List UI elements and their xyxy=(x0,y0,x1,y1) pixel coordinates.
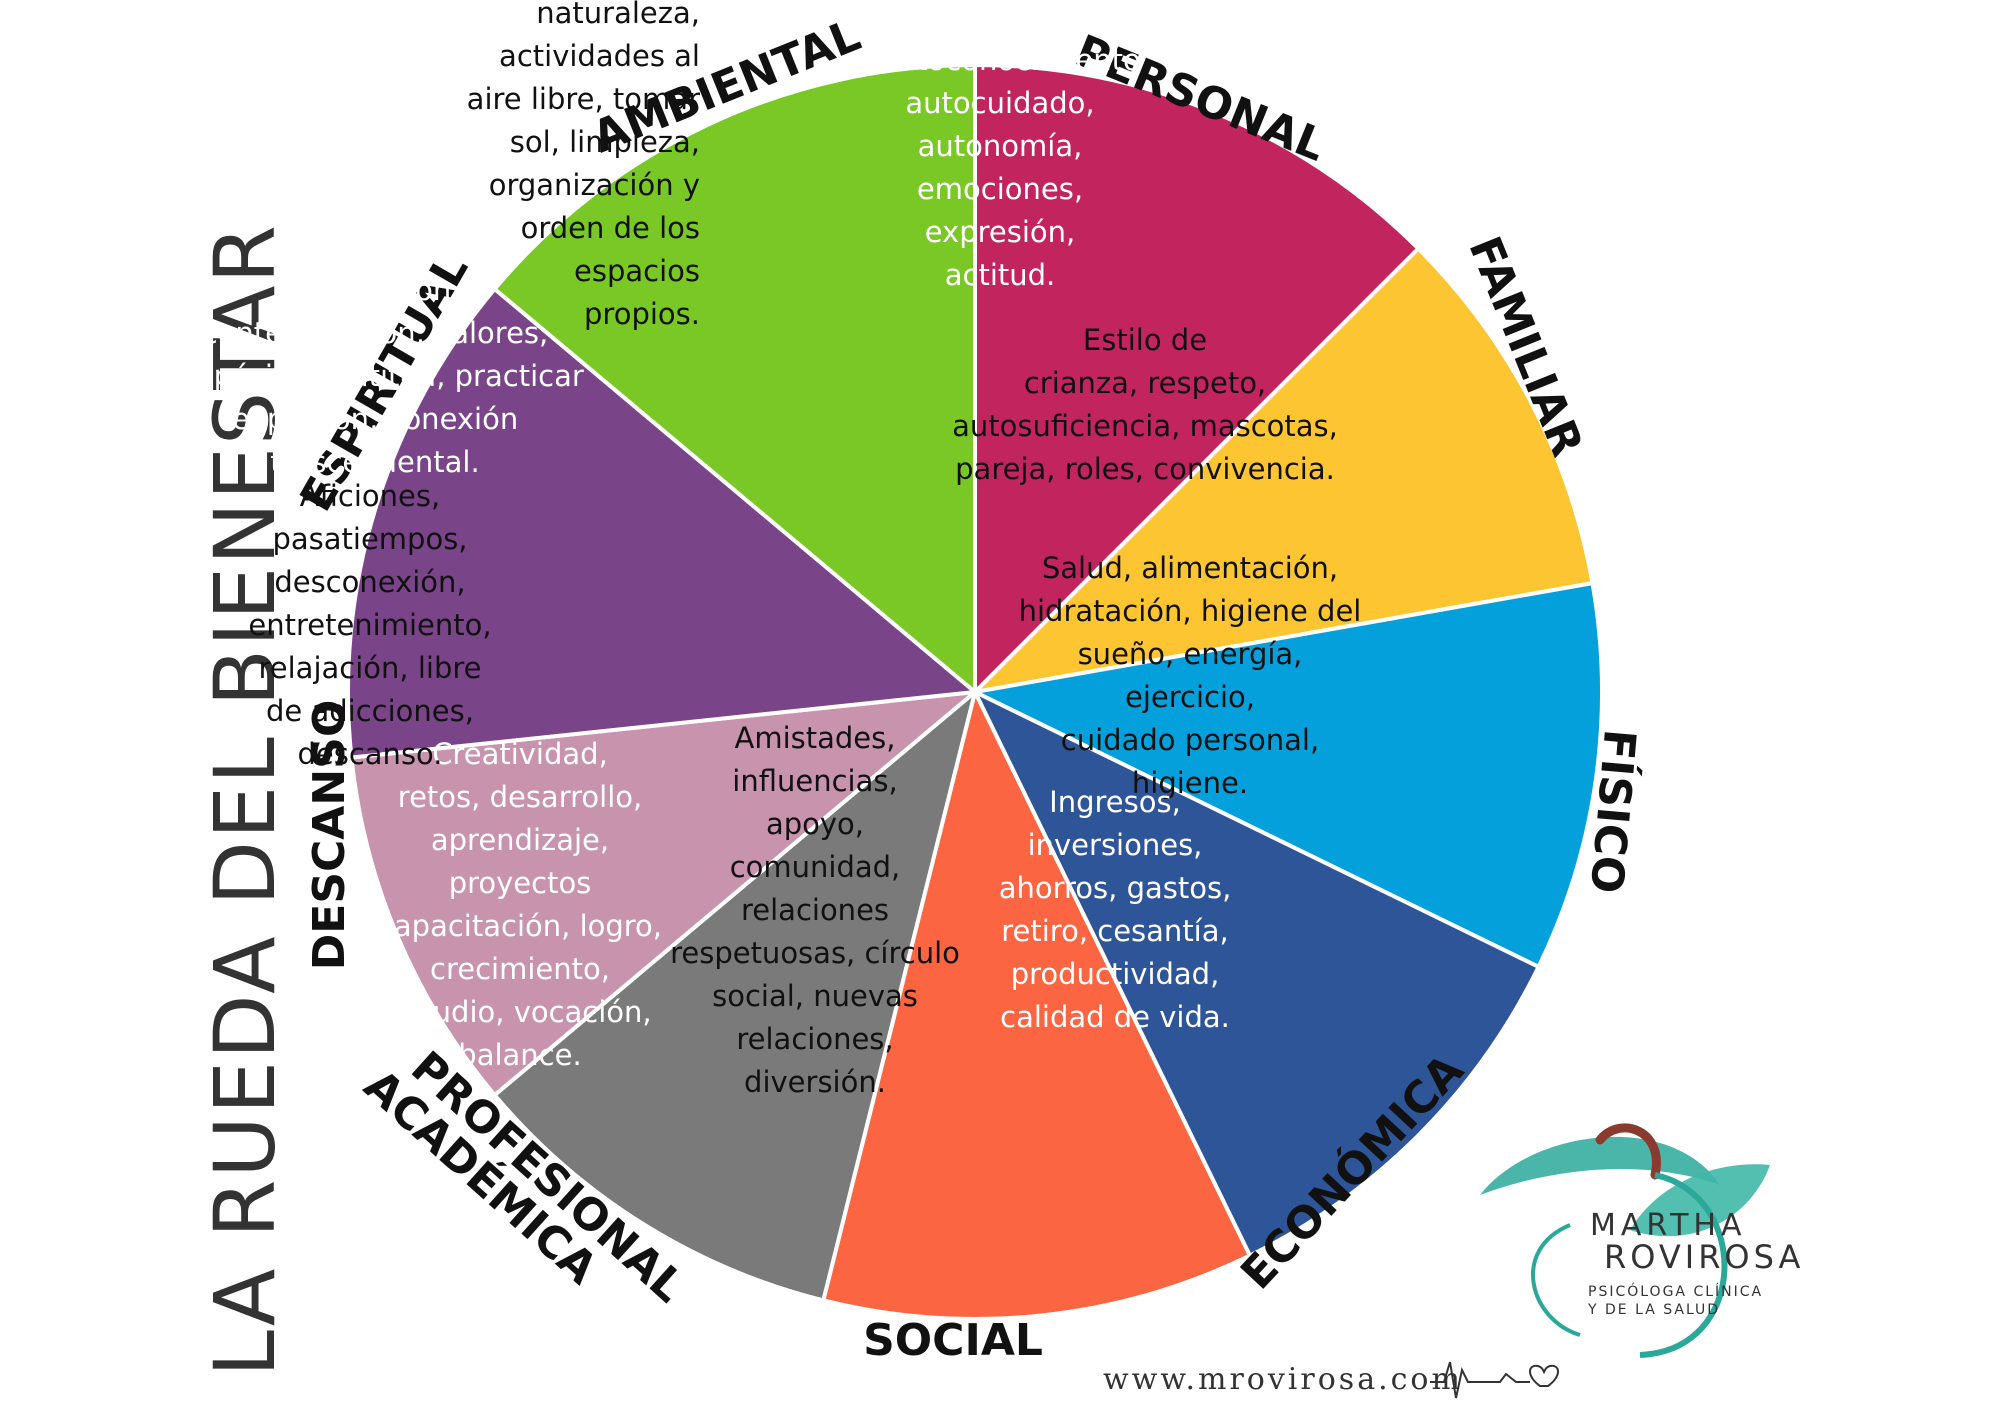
logo-name-first: MARTHA xyxy=(1590,1208,1747,1243)
wheel-slice-descanso xyxy=(349,689,982,1098)
description-line: retiro, cesantía, xyxy=(1001,914,1229,948)
description-line: actitud. xyxy=(944,258,1056,292)
description-line: sol, limpieza, xyxy=(509,124,700,159)
description-line: respetuosas, círculo xyxy=(670,935,960,970)
description-line: sueño, energía, ejercicio, xyxy=(1077,637,1303,714)
description-line: Estilo de xyxy=(1082,323,1208,357)
wheel-slice-personal xyxy=(973,62,1422,697)
wheel-slice-ambiental xyxy=(491,62,977,697)
description-line: descanso. xyxy=(297,736,443,771)
description-line: relaciones, xyxy=(736,1021,894,1056)
description-line: actividades al xyxy=(499,38,700,73)
wheel-slice-profesional xyxy=(491,686,979,1303)
dimension-label-social: SOCIAL xyxy=(863,1315,1043,1366)
description-line: propósito, gratitud, practicar xyxy=(166,359,584,393)
description-line: organización y xyxy=(488,167,700,202)
description-line: Reflexión, xyxy=(303,230,447,264)
description-line: productividad, xyxy=(1010,957,1220,991)
segment-description-familiar: Estilo de crianza, respeto, autosuficienci… xyxy=(945,319,1345,491)
description-line: comunidad, xyxy=(729,849,901,884)
description-line: Amistades, xyxy=(734,720,896,755)
dimension-label-descanso: DESCANSO xyxy=(304,700,355,971)
description-line: relajación, libre xyxy=(258,650,482,685)
description-line: espacios xyxy=(574,253,700,288)
description-line: de adicciones, xyxy=(266,693,474,728)
description-line: desconexión, xyxy=(274,564,466,599)
description-line: Creatividad, xyxy=(432,737,608,771)
description-line: crianza, respeto, xyxy=(1023,366,1267,400)
description-line: retos, desarrollo, xyxy=(397,780,643,814)
leaf-heart-logo-icon xyxy=(1480,1123,1770,1358)
description-line: diversión. xyxy=(744,1064,886,1099)
description-line: aprendizaje, proyectos xyxy=(430,823,610,900)
description-line: expresión, xyxy=(924,215,1076,249)
description-line: el perdón, conexión xyxy=(231,402,519,436)
description-line: pareja, roles, convivencia. xyxy=(955,452,1335,486)
description-line: autocuidado, xyxy=(905,86,1095,120)
logo-subtitle: PSICÓLOGA CLÍNICA xyxy=(1588,1284,1764,1300)
dimension-label-text: SOCIAL xyxy=(863,1315,1043,1366)
wheel-slice-espiritual xyxy=(346,286,980,760)
description-line: inversiones, xyxy=(1027,828,1203,862)
logo-subtitle-2: Y DE LA SALUD xyxy=(1588,1302,1721,1318)
description-line: cuidado personal, xyxy=(1060,723,1320,757)
description-line: Salud, alimentación, xyxy=(1041,551,1339,585)
description-line: ahorros, gastos, xyxy=(998,871,1232,905)
wheel-slice-economica xyxy=(970,687,1542,1259)
logo-name-last: ROVIROSA xyxy=(1604,1238,1805,1276)
wheel-slice-fisico xyxy=(968,580,1604,970)
segment-description-personal: Responsabilidad,autoestima,autoconocimie… xyxy=(880,0,1141,297)
description-line: autoconocimiento xyxy=(880,43,1141,77)
description-line: balance. xyxy=(458,1038,582,1072)
description-line: social, nuevas xyxy=(712,978,918,1013)
description-line: capacitación, logro, xyxy=(377,909,663,943)
segment-description-social: Amistades, influencias, apoyo, comunidad, re… xyxy=(665,717,965,1104)
description-line: autoestima, xyxy=(913,0,1087,34)
description-line: naturaleza, xyxy=(536,0,700,30)
segment-description-profesional: Creatividad, retos, desarrollo, aprendizaj… xyxy=(355,733,685,1077)
segment-description-espiritual: Reflexión, meditación, contemplación, valo… xyxy=(165,226,585,484)
description-line: influencias, xyxy=(732,763,898,798)
description-line: calidad de vida. xyxy=(1000,1000,1230,1034)
wheel-slice-familiar xyxy=(969,245,1595,696)
segment-description-ambiental: Contacto con lanaturaleza,actividades al… xyxy=(430,0,700,336)
heartbeat-heart-icon xyxy=(1430,1361,1559,1399)
description-line: relaciones xyxy=(740,892,890,927)
description-line: autosuficiencia, mascotas, xyxy=(952,409,1338,443)
description-line: trascendental. xyxy=(270,445,480,479)
description-line: crecimiento, xyxy=(430,952,610,986)
description-line: entretenimiento, xyxy=(248,607,492,642)
description-line: autonomía, xyxy=(917,129,1083,163)
description-line: propios. xyxy=(584,296,700,331)
description-line: contemplación, valores, xyxy=(201,316,549,350)
description-line: aire libre, tomar xyxy=(466,81,700,116)
segment-description-fisico: Salud, alimentación, hidratación, higiene… xyxy=(1010,547,1370,805)
description-line: emociones, xyxy=(916,172,1084,206)
description-line: estudio, vocación, xyxy=(388,995,652,1029)
segment-description-economica: Ingresos, inversiones, ahorros, gastos, ret… xyxy=(975,781,1255,1039)
segment-description-descanso: Aficiones, pasatiempos, desconexión, entret… xyxy=(240,475,500,776)
dimension-label-text: DESCANSO xyxy=(304,700,355,971)
wheel-slice-social xyxy=(820,686,1253,1321)
description-line: orden de los xyxy=(520,210,700,245)
description-line: apoyo, xyxy=(765,806,865,841)
description-line: higiene. xyxy=(1131,766,1249,800)
description-line: pasatiempos, xyxy=(272,521,468,556)
description-line: Ingresos, xyxy=(1049,785,1181,819)
description-line: meditación, xyxy=(289,273,461,307)
description-line: hidratación, higiene del xyxy=(1018,594,1362,628)
description-line: Aficiones, xyxy=(299,478,441,513)
website-url[interactable]: www.mrovirosa.com xyxy=(1103,1362,1463,1397)
